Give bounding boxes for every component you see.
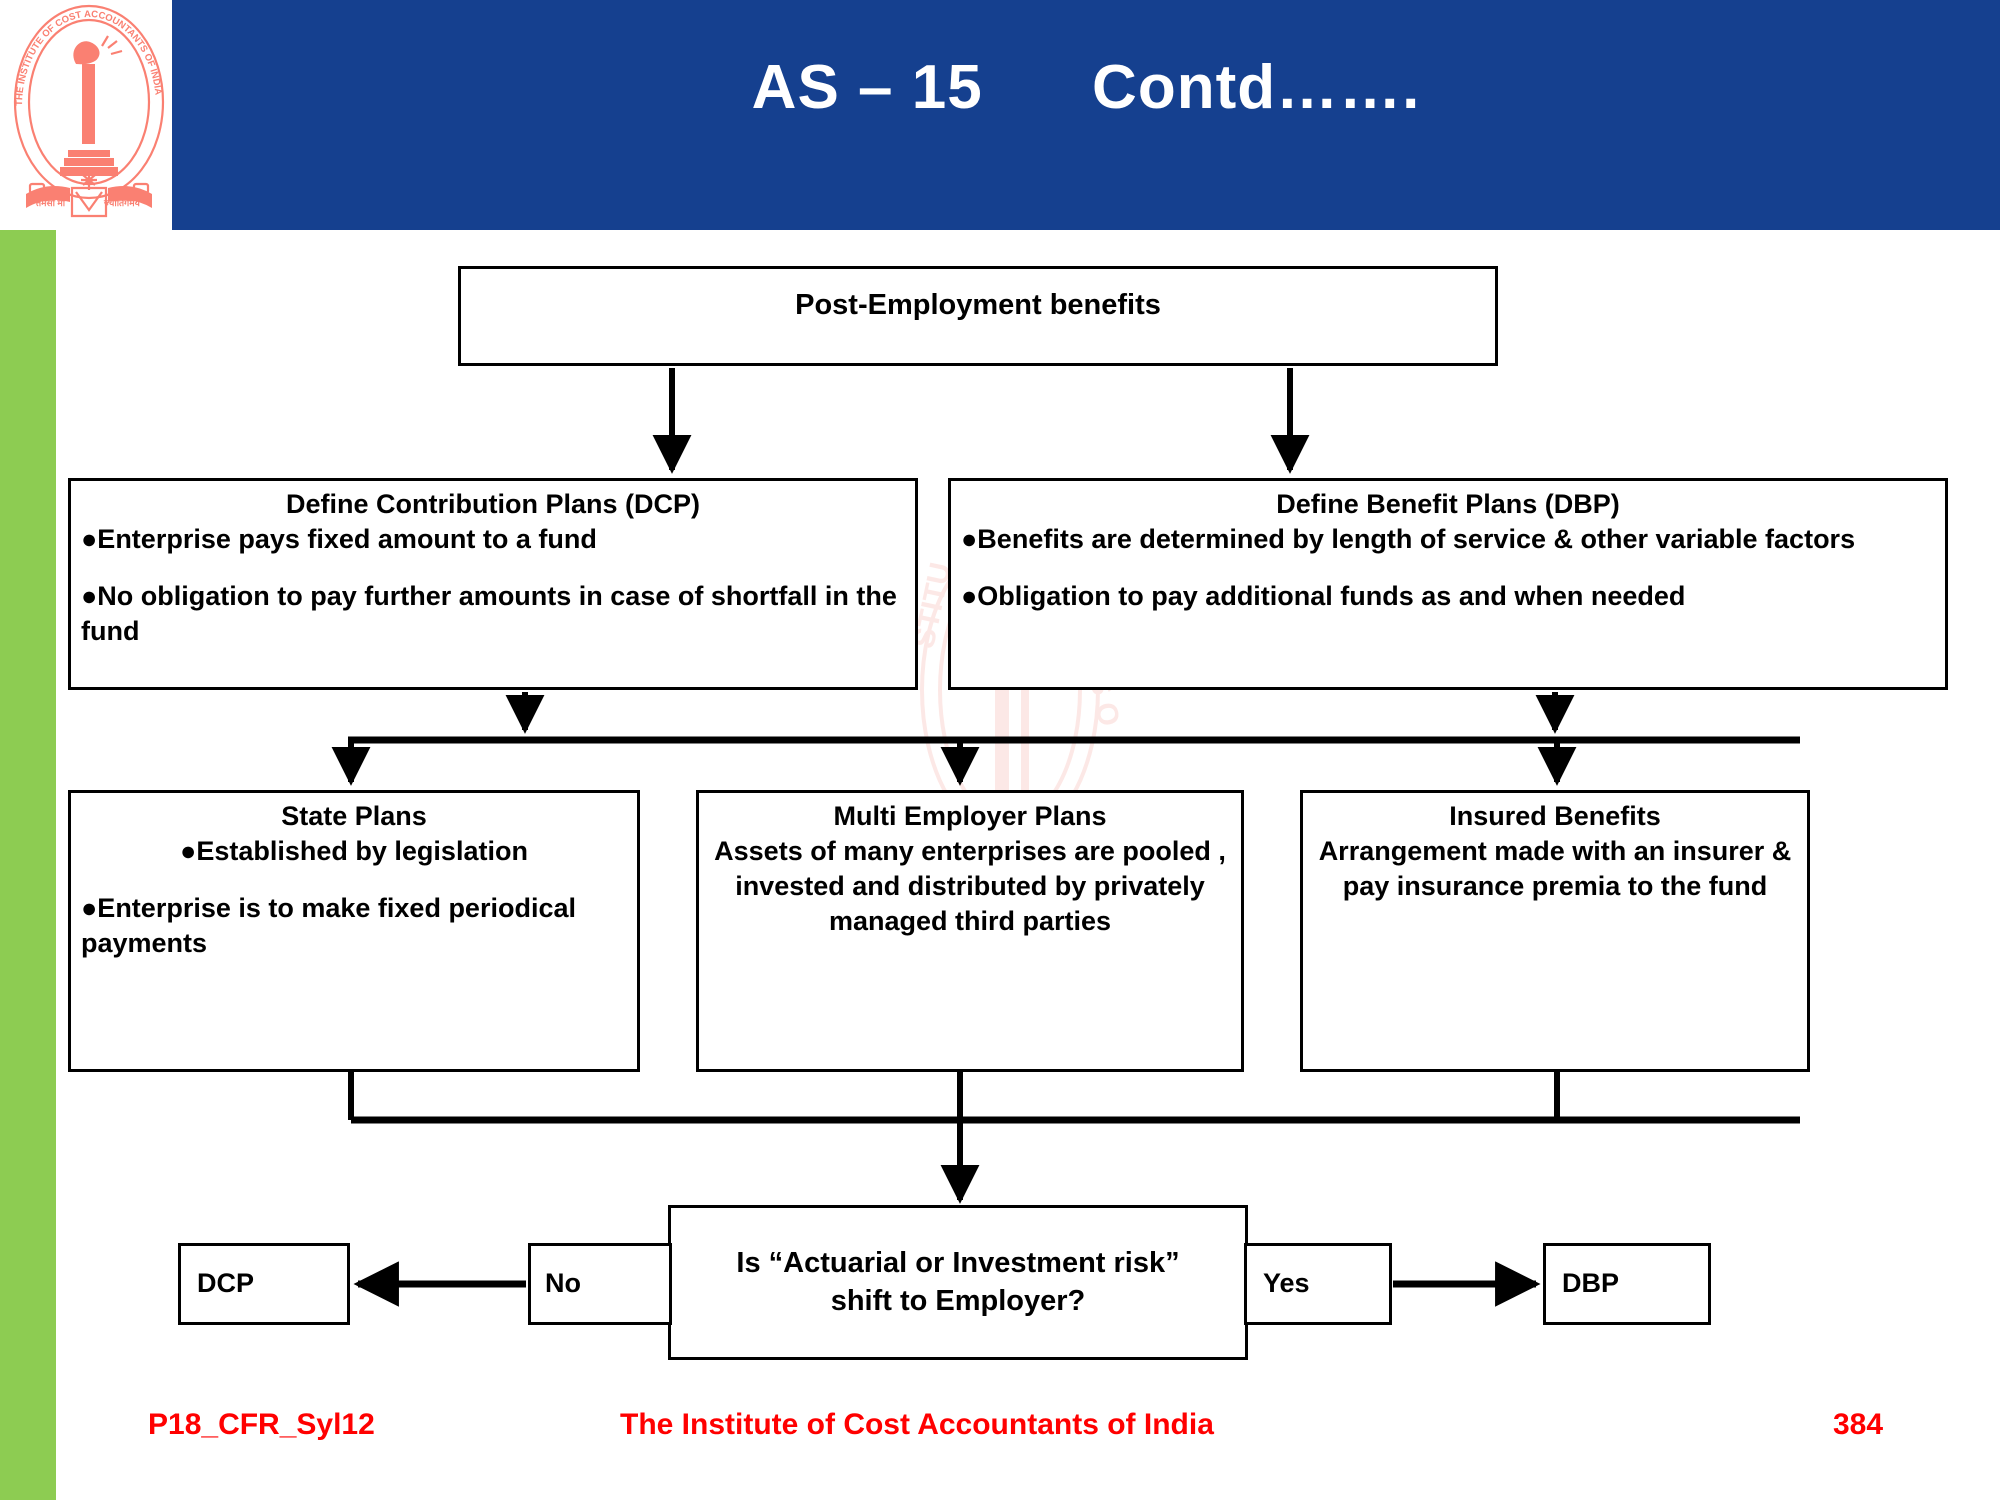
node-title: Multi Employer Plans — [833, 801, 1107, 831]
node-state-plans: State Plans ●Established by legislation … — [68, 790, 640, 1072]
node-outcome-dbp: DBP — [1543, 1243, 1711, 1325]
node-label: Post-Employment benefits — [795, 289, 1161, 321]
node-body: Assets of many enterprises are pooled , … — [714, 836, 1226, 937]
branch-label: No — [545, 1268, 581, 1299]
spacer — [961, 557, 1935, 579]
slide-footer: P18_CFR_Syl12 The Institute of Cost Acco… — [0, 1408, 2000, 1468]
svg-text:ज्योतिर्गमय: ज्योतिर्गमय — [103, 197, 141, 208]
node-bullet-2: ●Obligation to pay additional funds as a… — [961, 581, 1686, 612]
node-branch-yes: Yes — [1244, 1243, 1392, 1325]
spacer — [81, 557, 905, 579]
node-define-benefit-plans: Define Benefit Plans (DBP) ●Benefits are… — [948, 478, 1948, 690]
node-post-employment-benefits: Post-Employment benefits — [458, 266, 1498, 366]
node-bullet-2: ●No obligation to pay further amounts in… — [81, 581, 897, 647]
outcome-label: DCP — [197, 1268, 255, 1299]
node-bullet-1: ●Benefits are determined by length of se… — [961, 524, 1856, 555]
node-title: Insured Benefits — [1449, 801, 1661, 831]
node-title: Define Benefit Plans (DBP) — [1276, 489, 1620, 519]
svg-text:तमसो मा: तमसो मा — [35, 197, 66, 208]
node-body: Arrangement made with an insurer & pay i… — [1318, 836, 1792, 902]
node-bullet-1: ●Established by legislation — [180, 836, 528, 867]
node-outcome-dcp: DCP — [178, 1243, 350, 1325]
node-title: Define Contribution Plans (DCP) — [286, 489, 700, 519]
branch-label: Yes — [1263, 1268, 1310, 1299]
node-branch-no: No — [528, 1243, 672, 1325]
title-bar — [172, 0, 2000, 230]
decision-line-2: shift to Employer? — [830, 1284, 1086, 1317]
node-define-contribution-plans: Define Contribution Plans (DCP) ●Enterpr… — [68, 478, 918, 690]
node-bullet-2: ●Enterprise is to make fixed periodical … — [81, 893, 576, 959]
footer-page-number: 384 — [1833, 1408, 1884, 1441]
institute-logo: तमसो मा ज्योतिर्गमय THE INSTITUTE OF COS… — [6, 2, 172, 228]
spacer — [81, 869, 627, 891]
decision-line-1: Is “Actuarial or Investment risk” — [736, 1246, 1180, 1279]
node-title: State Plans — [281, 801, 427, 831]
node-decision-actuarial-risk: Is “Actuarial or Investment risk” shift … — [668, 1205, 1248, 1360]
node-multi-employer-plans: Multi Employer Plans Assets of many ente… — [696, 790, 1244, 1072]
node-insured-benefits: Insured Benefits Arrangement made with a… — [1300, 790, 1810, 1072]
footer-subject-code: P18_CFR_Syl12 — [148, 1408, 375, 1441]
page-title: AS – 15 Contd……. — [751, 53, 1421, 122]
accent-strip — [0, 230, 56, 1500]
node-bullet-1: ●Enterprise pays fixed amount to a fund — [81, 524, 597, 555]
footer-institute-name: The Institute of Cost Accountants of Ind… — [620, 1408, 1214, 1441]
outcome-label: DBP — [1562, 1268, 1620, 1299]
